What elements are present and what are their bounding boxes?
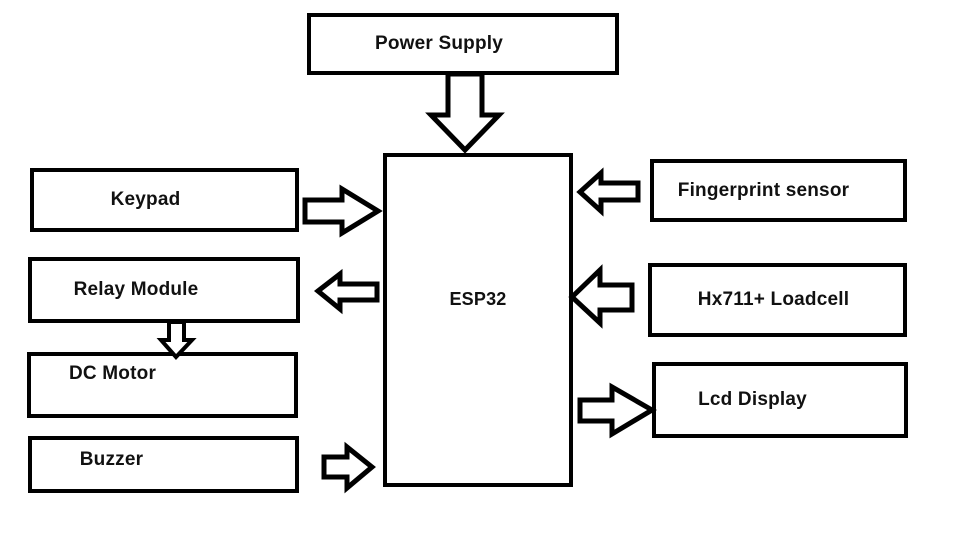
block-relay-module: Relay Module [28, 257, 300, 323]
arrow-right-esp32-to-lcd-icon [577, 382, 657, 439]
arrow-down-power-to-esp32-icon [425, 71, 505, 154]
block-relay-module-label: Relay Module [73, 279, 199, 300]
block-hx711-loadcell: Hx711+ Loadcell [648, 263, 907, 337]
block-buzzer-label: Buzzer [79, 448, 144, 470]
arrow-right-buzzer-to-esp32-icon [321, 441, 376, 494]
block-esp32: ESP32 [383, 153, 573, 487]
block-fingerprint-sensor-label: Fingerprint sensor [677, 179, 850, 201]
block-esp32-label: ESP32 [449, 288, 507, 309]
arrow-left-fingerprint-to-esp32-icon [576, 167, 641, 217]
block-keypad: Keypad [30, 168, 299, 232]
block-power-supply-label: Power Supply [374, 33, 504, 54]
arrow-right-keypad-to-esp32-icon [302, 184, 383, 238]
block-power-supply: Power Supply [307, 13, 619, 75]
arrow-left-loadcell-to-esp32-icon [568, 264, 635, 329]
block-lcd-display: Lcd Display [652, 362, 908, 438]
arrow-left-esp32-to-relay-icon [313, 268, 380, 315]
block-hx711-loadcell-label: Hx711+ Loadcell [697, 289, 850, 310]
block-buzzer: Buzzer [28, 436, 299, 493]
block-dc-motor-label: DC Motor [68, 363, 157, 384]
block-dc-motor: DC Motor [27, 352, 298, 418]
block-fingerprint-sensor: Fingerprint sensor [650, 159, 907, 222]
block-lcd-display-label: Lcd Display [698, 389, 807, 410]
block-keypad-label: Keypad [110, 189, 181, 210]
